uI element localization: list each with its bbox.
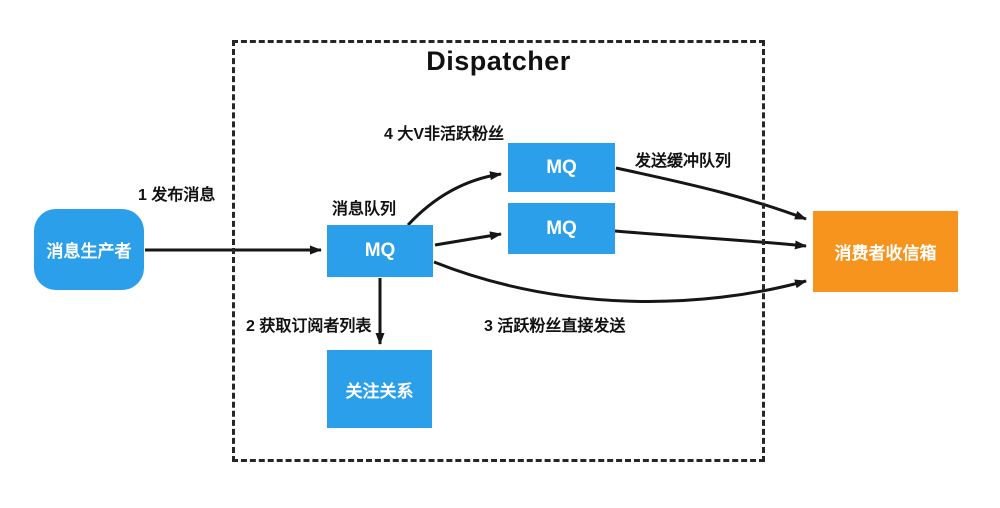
node-consumer-inbox-label: 消费者收信箱 <box>834 244 937 263</box>
arrow-active-direct <box>433 260 807 303</box>
arrow-buffer-top-to-inbox <box>615 166 807 221</box>
node-buffer-mq-top-label: MQ <box>546 156 577 178</box>
edge-label-get-subscribers: 2 获取订阅者列表 <box>246 318 372 335</box>
node-consumer-inbox: 消费者收信箱 <box>813 211 958 292</box>
node-follow-relation-label: 关注关系 <box>345 381 414 401</box>
node-buffer-mq-mid: MQ <box>508 203 615 254</box>
node-main-mq: MQ <box>327 225 433 277</box>
edge-label-inactive-fans: 4 大V非活跃粉丝 <box>384 126 505 143</box>
node-buffer-mq-top: MQ <box>508 143 615 192</box>
main-mq-caption: 消息队列 <box>332 201 397 218</box>
dispatcher-title: Dispatcher <box>426 46 571 76</box>
edge-label-active-direct: 3 活跃粉丝直接发送 <box>484 318 626 335</box>
node-message-producer-label: 消息生产者 <box>46 242 132 261</box>
arrow-buffer-mid-to-inbox <box>614 229 807 250</box>
node-main-mq-label: MQ <box>364 240 396 261</box>
node-buffer-mq-mid-label: MQ <box>546 217 577 239</box>
node-follow-relation: 关注关系 <box>327 350 432 428</box>
node-message-producer: 消息生产者 <box>34 209 144 290</box>
arrow-to-buffer-mq-top <box>406 171 502 227</box>
edge-label-send-buffer: 发送缓冲队列 <box>635 153 732 170</box>
dispatcher-boundary <box>232 40 765 462</box>
arrow-to-buffer-mq-mid <box>434 231 502 247</box>
edge-label-publish: 1 发布消息 <box>138 187 216 204</box>
